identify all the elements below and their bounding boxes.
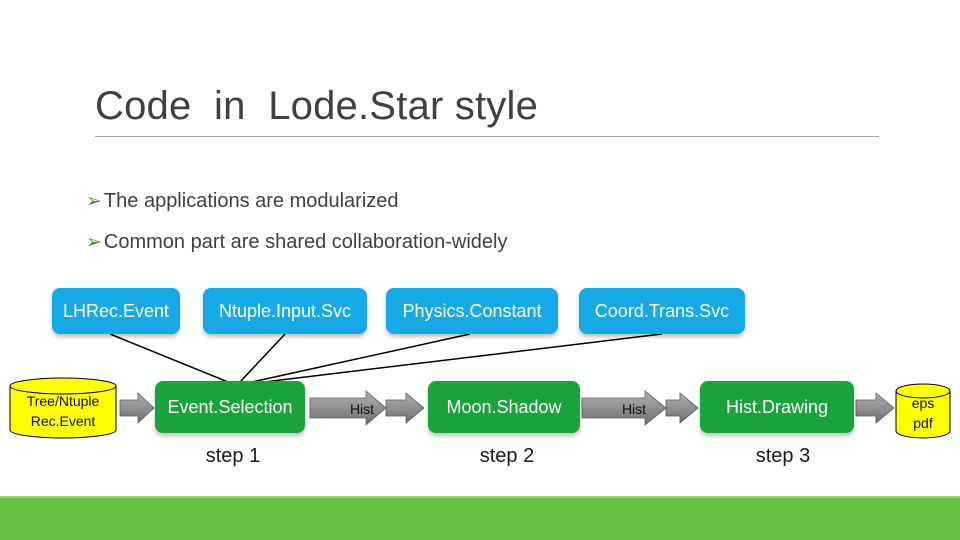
- link-ntuple-input-svc: [239, 333, 286, 383]
- arrow-bullet-icon: ➢: [86, 191, 102, 212]
- service-physics-constant: Physics.Constant: [386, 288, 558, 334]
- step-label-2: step 2: [479, 445, 535, 467]
- output-store-line1: eps: [911, 395, 935, 411]
- bullet-modularized: ➢The applications are modularized: [86, 190, 399, 213]
- step-label-1: step 1: [205, 445, 261, 467]
- output-store-label: eps pdf: [896, 393, 950, 433]
- footer-accent-line: [0, 496, 960, 498]
- bullet-text: Common part are shared collaboration-wid…: [103, 231, 508, 253]
- link-coord-trans-svc: [263, 333, 663, 383]
- slide-title: Code in Lode.Star style: [95, 84, 539, 128]
- bullet-text: The applications are modularized: [103, 190, 399, 212]
- intermediate-hist-1: Hist: [349, 401, 375, 417]
- bullet-shared: ➢Common part are shared collaboration-wi…: [86, 231, 507, 254]
- arrow-step3-to-output: [855, 392, 895, 424]
- intermediate-hist-2: Hist: [621, 401, 647, 417]
- arrow-cylinder-to-step1: [119, 392, 155, 424]
- link-physics-constant: [251, 333, 471, 383]
- step-box-moon-shadow: Moon.Shadow: [428, 381, 580, 433]
- arrow-step2-to-hist: [581, 390, 667, 426]
- title-divider: [95, 136, 879, 137]
- service-coord-trans-svc: Coord.Trans.Svc: [579, 288, 745, 334]
- link-lhrec-event: [109, 333, 229, 383]
- arrow-step1-to-hist: [309, 390, 387, 426]
- step-label-3: step 3: [755, 445, 811, 467]
- arrow-bullet-icon: ➢: [86, 232, 102, 253]
- input-store-line2: Rec.Event: [30, 413, 96, 429]
- footer-bar: [0, 498, 960, 540]
- input-store-label: Tree/Ntuple Rec.Event: [10, 391, 116, 431]
- arrow-hist-to-step3: [665, 392, 699, 424]
- arrow-hist-to-step2: [385, 392, 425, 424]
- output-store-line2: pdf: [913, 415, 933, 431]
- input-cylinder: [9, 377, 117, 439]
- service-lhrec-event: LHRec.Event: [52, 288, 180, 334]
- step-box-hist-drawing: Hist.Drawing: [700, 381, 854, 433]
- input-store-line1: Tree/Ntuple: [26, 393, 100, 409]
- step-box-event-selection: Event.Selection: [155, 381, 305, 433]
- service-ntuple-input-svc: Ntuple.Input.Svc: [203, 288, 367, 334]
- output-cylinder: [895, 383, 951, 439]
